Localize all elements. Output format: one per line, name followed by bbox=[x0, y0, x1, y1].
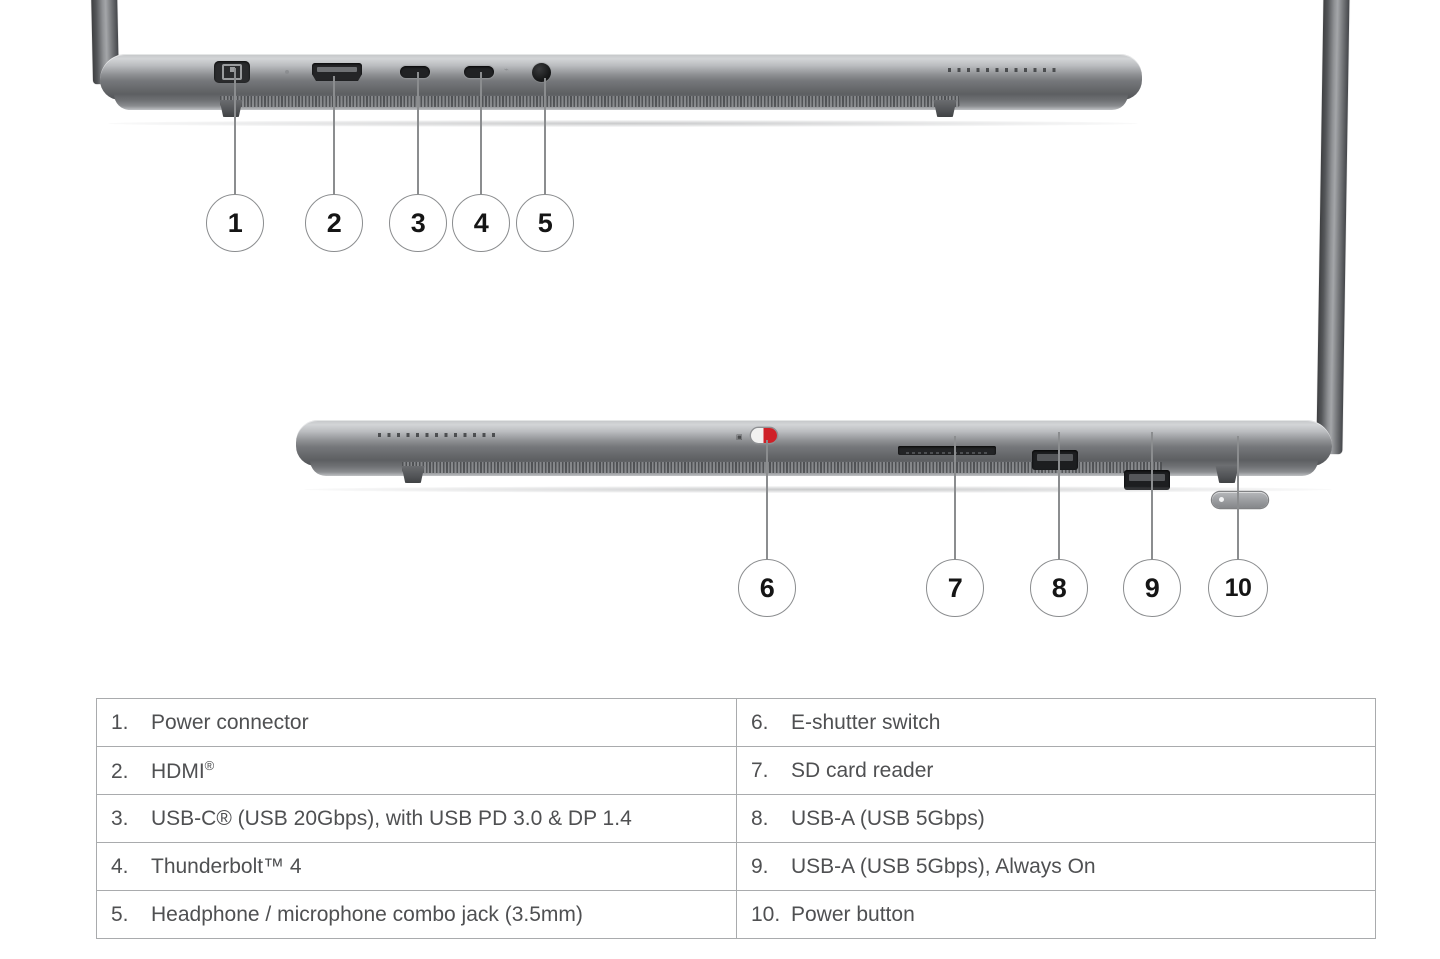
callout-circle-1: 1 bbox=[206, 194, 264, 252]
power-connector-icon bbox=[214, 61, 250, 83]
chassis-body bbox=[100, 54, 1142, 100]
legend-cell-5: 5. Headphone / microphone combo jack (3.… bbox=[96, 890, 737, 939]
speaker-grille-icon bbox=[948, 68, 1058, 72]
laptop-base-top-view: ⌁ bbox=[100, 54, 1142, 126]
port-legend-table: 1. Power connector 6. E-shutter switch 2… bbox=[96, 698, 1376, 939]
legend-cell-4: 4. Thunderbolt™ 4 bbox=[96, 842, 737, 891]
leader-line-9 bbox=[1151, 432, 1153, 560]
legend-label: Power button bbox=[791, 902, 915, 926]
table-row: 3. USB-C® (USB 20Gbps), with USB PD 3.0 … bbox=[96, 794, 1376, 843]
camera-symbol-icon: ▣ bbox=[736, 434, 743, 441]
legend-number: 9. bbox=[751, 854, 769, 878]
vent-grille bbox=[402, 462, 1162, 473]
thunderbolt-port-icon bbox=[464, 66, 494, 78]
rubber-foot bbox=[1215, 466, 1239, 483]
callout-circle-3: 3 bbox=[389, 194, 447, 252]
thunderbolt-symbol-icon: ⌁ bbox=[504, 65, 509, 74]
legend-label: SD card reader bbox=[791, 758, 934, 782]
status-led-icon bbox=[285, 70, 289, 74]
legend-cell-1: 1. Power connector bbox=[96, 698, 737, 747]
leader-line-6 bbox=[766, 440, 768, 560]
table-row: 4. Thunderbolt™ 4 9. USB-A (USB 5Gbps), … bbox=[96, 842, 1376, 891]
table-row: 5. Headphone / microphone combo jack (3.… bbox=[96, 890, 1376, 939]
vent-grille bbox=[220, 96, 960, 107]
legend-label: E-shutter switch bbox=[791, 710, 941, 734]
callout-circle-4: 4 bbox=[452, 194, 510, 252]
legend-number: 3. bbox=[111, 806, 129, 830]
legend-number: 4. bbox=[111, 854, 129, 878]
legend-cell-8: 8. USB-A (USB 5Gbps) bbox=[736, 794, 1376, 843]
leader-line-2 bbox=[333, 76, 335, 196]
leader-line-4 bbox=[480, 72, 482, 196]
legend-number: 5. bbox=[111, 902, 129, 926]
legend-cell-10: 10. Power button bbox=[736, 890, 1376, 939]
legend-label: HDMI® bbox=[151, 757, 215, 783]
legend-label: Headphone / microphone combo jack (3.5mm… bbox=[151, 902, 583, 926]
usb-a-port-icon bbox=[1032, 450, 1078, 470]
legend-cell-6: 6. E-shutter switch bbox=[736, 698, 1376, 747]
legend-label: Thunderbolt™ 4 bbox=[151, 854, 302, 878]
legend-cell-2: 2. HDMI® bbox=[96, 746, 737, 795]
legend-cell-9: 9. USB-A (USB 5Gbps), Always On bbox=[736, 842, 1376, 891]
rubber-foot bbox=[401, 466, 425, 483]
legend-label: USB-A (USB 5Gbps) bbox=[791, 806, 985, 830]
legend-number: 7. bbox=[751, 758, 769, 782]
power-button-icon bbox=[1212, 492, 1268, 508]
legend-number: 2. bbox=[111, 759, 129, 783]
rubber-foot bbox=[933, 100, 957, 117]
callout-circle-10: 10 bbox=[1208, 559, 1268, 617]
callout-circle-5: 5 bbox=[516, 194, 574, 252]
rubber-foot bbox=[219, 100, 243, 117]
speaker-grille-icon bbox=[378, 433, 498, 437]
leader-line-3 bbox=[417, 72, 419, 196]
drop-shadow bbox=[108, 120, 1138, 127]
legend-number: 8. bbox=[751, 806, 769, 830]
legend-number: 1. bbox=[111, 710, 129, 734]
e-shutter-switch-icon bbox=[751, 428, 777, 443]
registered-mark: ® bbox=[204, 757, 215, 773]
legend-label: USB-C® (USB 20Gbps), with USB PD 3.0 & D… bbox=[151, 806, 632, 830]
hdmi-port-icon bbox=[312, 63, 362, 81]
usb-c-port-icon bbox=[400, 66, 430, 78]
callout-circle-8: 8 bbox=[1030, 559, 1088, 617]
leader-line-1 bbox=[234, 68, 236, 196]
legend-label: USB-A (USB 5Gbps), Always On bbox=[791, 854, 1096, 878]
callout-circle-2: 2 bbox=[305, 194, 363, 252]
leader-line-5 bbox=[544, 78, 546, 196]
headphone-jack-icon bbox=[532, 63, 551, 82]
legend-label: Power connector bbox=[151, 710, 309, 734]
chassis-body bbox=[296, 420, 1332, 466]
laptop-lid-bottom-view bbox=[1316, 0, 1350, 455]
legend-number: 10. bbox=[751, 902, 781, 926]
laptop-base-bottom-view: ▣ bbox=[296, 420, 1332, 508]
legend-number: 6. bbox=[751, 710, 769, 734]
usb-a-always-on-port-icon bbox=[1124, 470, 1170, 490]
leader-line-10 bbox=[1237, 436, 1239, 560]
legend-cell-3: 3. USB-C® (USB 20Gbps), with USB PD 3.0 … bbox=[96, 794, 737, 843]
leader-line-8 bbox=[1058, 432, 1060, 560]
legend-cell-7: 7. SD card reader bbox=[736, 746, 1376, 795]
callout-circle-9: 9 bbox=[1123, 559, 1181, 617]
table-row: 1. Power connector 6. E-shutter switch bbox=[96, 698, 1376, 747]
callout-circle-6: 6 bbox=[738, 559, 796, 617]
sd-card-slot-icon bbox=[898, 446, 996, 455]
callout-circle-7: 7 bbox=[926, 559, 984, 617]
drop-shadow bbox=[304, 486, 1332, 493]
leader-line-7 bbox=[954, 436, 956, 560]
table-row: 2. HDMI® 7. SD card reader bbox=[96, 746, 1376, 795]
